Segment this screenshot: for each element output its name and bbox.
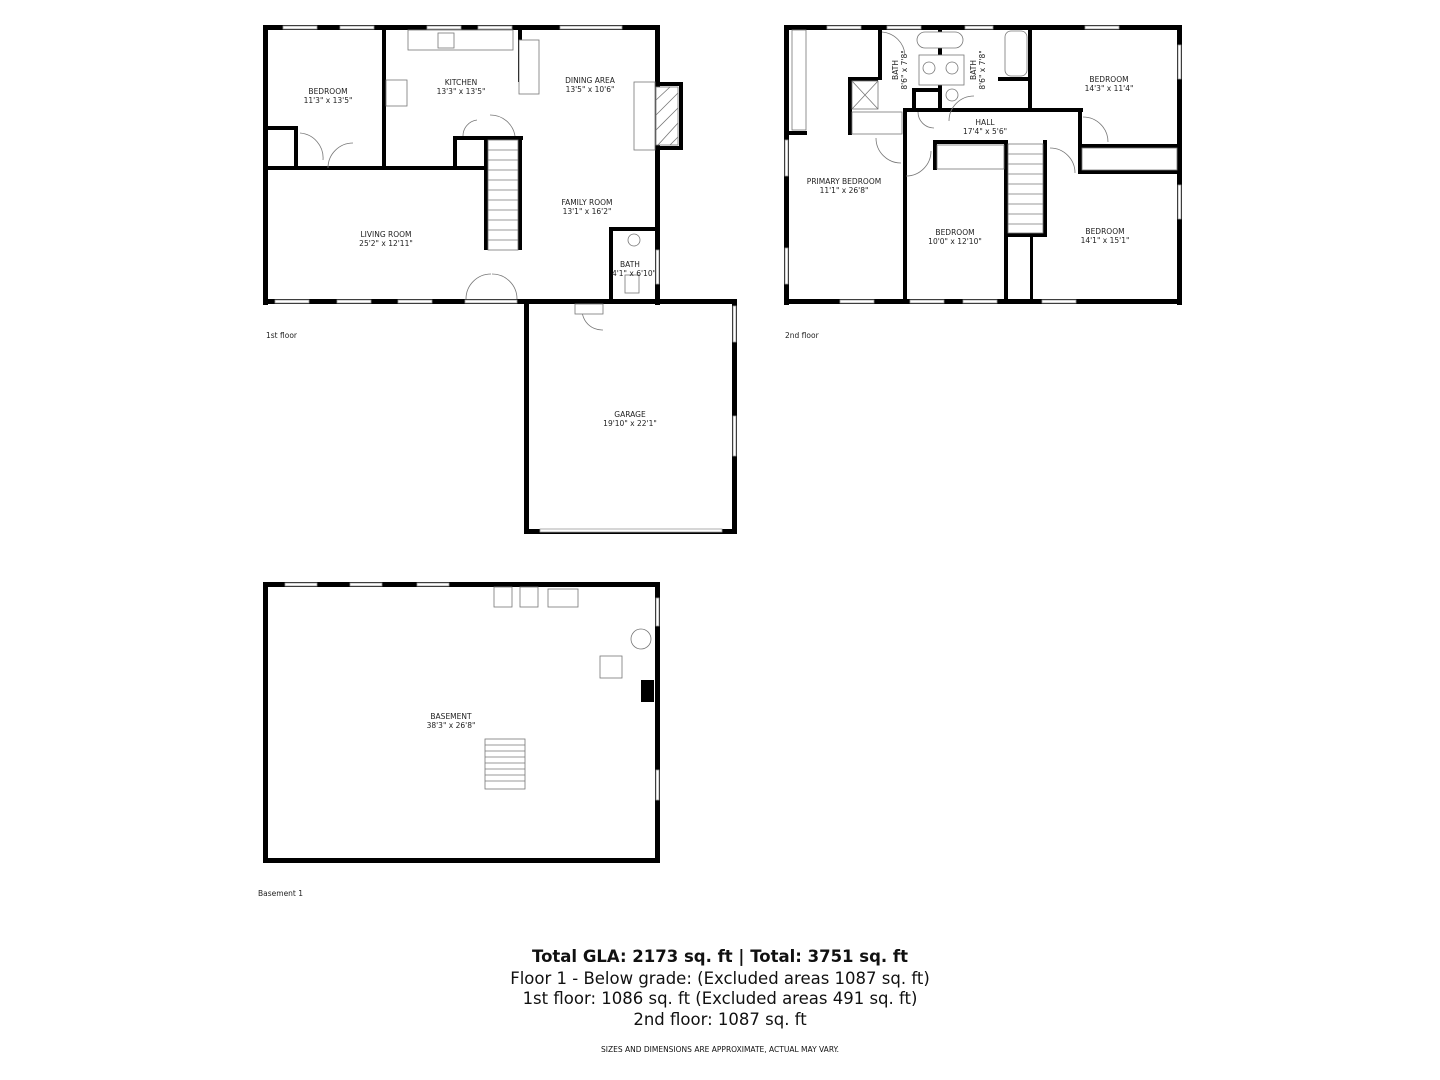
stairs-icon <box>484 738 526 790</box>
room-name: KITCHEN <box>445 78 478 87</box>
room-name: FAMILY ROOM <box>561 198 612 207</box>
room-size: 14'1" x 15'1" <box>1081 236 1130 245</box>
room-size: 19'10" x 22'1" <box>603 419 657 428</box>
total-area: Total GLA: 2173 sq. ft | Total: 3751 sq.… <box>532 947 908 966</box>
room-name: BEDROOM <box>308 87 347 96</box>
water-heater-icon <box>630 628 652 650</box>
room-name: BATH <box>969 60 978 80</box>
room-name: BATH <box>620 260 640 269</box>
room-size: 13'5" x 10'6" <box>566 85 615 94</box>
room-labels: BEDROOM 11'3" x 13'5" KITCHEN 13'3" x 13… <box>258 50 1133 898</box>
room-size: 4'1" x 6'10" <box>612 269 656 278</box>
room-name: BATH <box>891 60 900 80</box>
floor-label: Basement 1 <box>258 889 303 898</box>
room-name: DINING AREA <box>565 76 616 85</box>
room-size: 11'1" x 26'8" <box>820 186 869 195</box>
room-name: BEDROOM <box>935 228 974 237</box>
second-floor-plan <box>784 25 1182 305</box>
room-size: 8'6" x 7'8" <box>978 50 987 89</box>
stairs-icon <box>487 139 519 251</box>
below-grade-area: Floor 1 - Below grade: (Excluded areas 1… <box>510 969 930 988</box>
room-name: PRIMARY BEDROOM <box>807 177 881 186</box>
fireplace-icon <box>655 86 679 146</box>
room-size: 8'6" x 7'8" <box>900 50 909 89</box>
room-size: 11'3" x 13'5" <box>304 96 353 105</box>
second-floor-area: 2nd floor: 1087 sq. ft <box>633 1010 807 1029</box>
basement-plan <box>263 582 660 863</box>
room-name: BEDROOM <box>1085 227 1124 236</box>
room-size: 13'1" x 16'2" <box>563 207 612 216</box>
room-name: BEDROOM <box>1089 75 1128 84</box>
room-name: LIVING ROOM <box>360 230 411 239</box>
room-size: 25'2" x 12'11" <box>359 239 413 248</box>
floor-label: 2nd floor <box>785 331 820 340</box>
room-size: 14'3" x 11'4" <box>1085 84 1134 93</box>
first-floor-plan <box>263 25 737 534</box>
room-size: 17'4" x 5'6" <box>963 127 1007 136</box>
disclaimer: SIZES AND DIMENSIONS ARE APPROXIMATE, AC… <box>600 1045 839 1054</box>
room-name: HALL <box>975 118 995 127</box>
room-size: 38'3" x 26'8" <box>427 721 476 730</box>
stairs-icon <box>1007 143 1044 234</box>
first-floor-area: 1st floor: 1086 sq. ft (Excluded areas 4… <box>522 989 918 1008</box>
room-name: BASEMENT <box>430 712 472 721</box>
floor-label: 1st floor <box>266 331 298 340</box>
room-name: GARAGE <box>614 410 646 419</box>
room-size: 10'0" x 12'10" <box>928 237 982 246</box>
room-size: 13'3" x 13'5" <box>437 87 486 96</box>
